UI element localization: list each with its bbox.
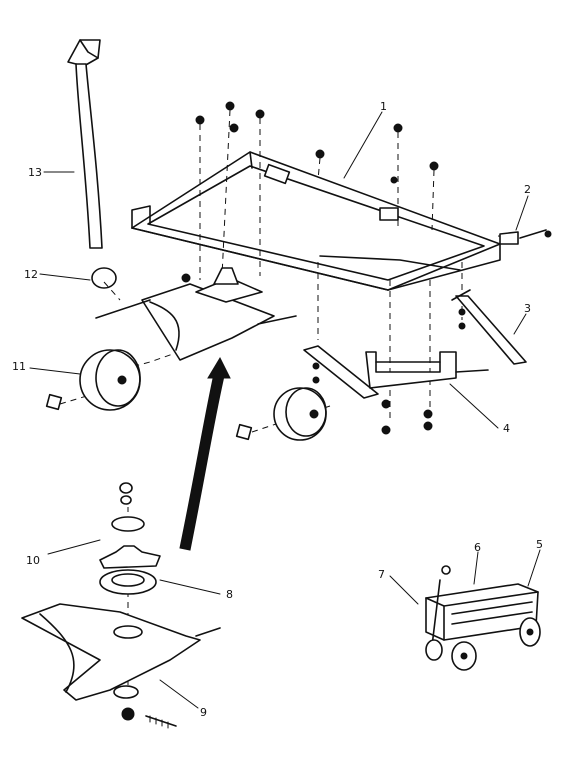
side-screw-part — [499, 229, 552, 245]
callout-leader-lines — [29, 111, 541, 709]
detail-reference-arrow — [179, 356, 231, 551]
callout-12: 12 — [24, 268, 38, 281]
callout-8: 8 — [226, 588, 233, 601]
callout-7: 7 — [378, 568, 385, 581]
grommet-part — [91, 267, 117, 289]
callout-11: 11 — [12, 360, 26, 373]
callout-13: 13 — [28, 166, 42, 179]
front-steering-assembly-part — [95, 267, 297, 361]
rear-bracket-part — [451, 289, 527, 365]
wagon-body-part — [131, 151, 501, 291]
callout-3: 3 — [524, 302, 531, 315]
callout-4: 4 — [503, 422, 510, 435]
callout-10: 10 — [26, 554, 40, 567]
rear-axle-assembly-part — [303, 345, 489, 435]
callout-2: 2 — [524, 183, 531, 196]
callout-9: 9 — [200, 706, 207, 719]
assembled-wagon-inset — [425, 565, 541, 671]
callout-1: 1 — [380, 100, 387, 113]
steering-detail-part — [21, 482, 221, 729]
callout-5: 5 — [536, 538, 543, 551]
handle-part — [67, 39, 103, 249]
front-wheel-part — [45, 349, 141, 411]
rear-wheel-part — [235, 387, 327, 441]
callout-6: 6 — [474, 541, 481, 554]
